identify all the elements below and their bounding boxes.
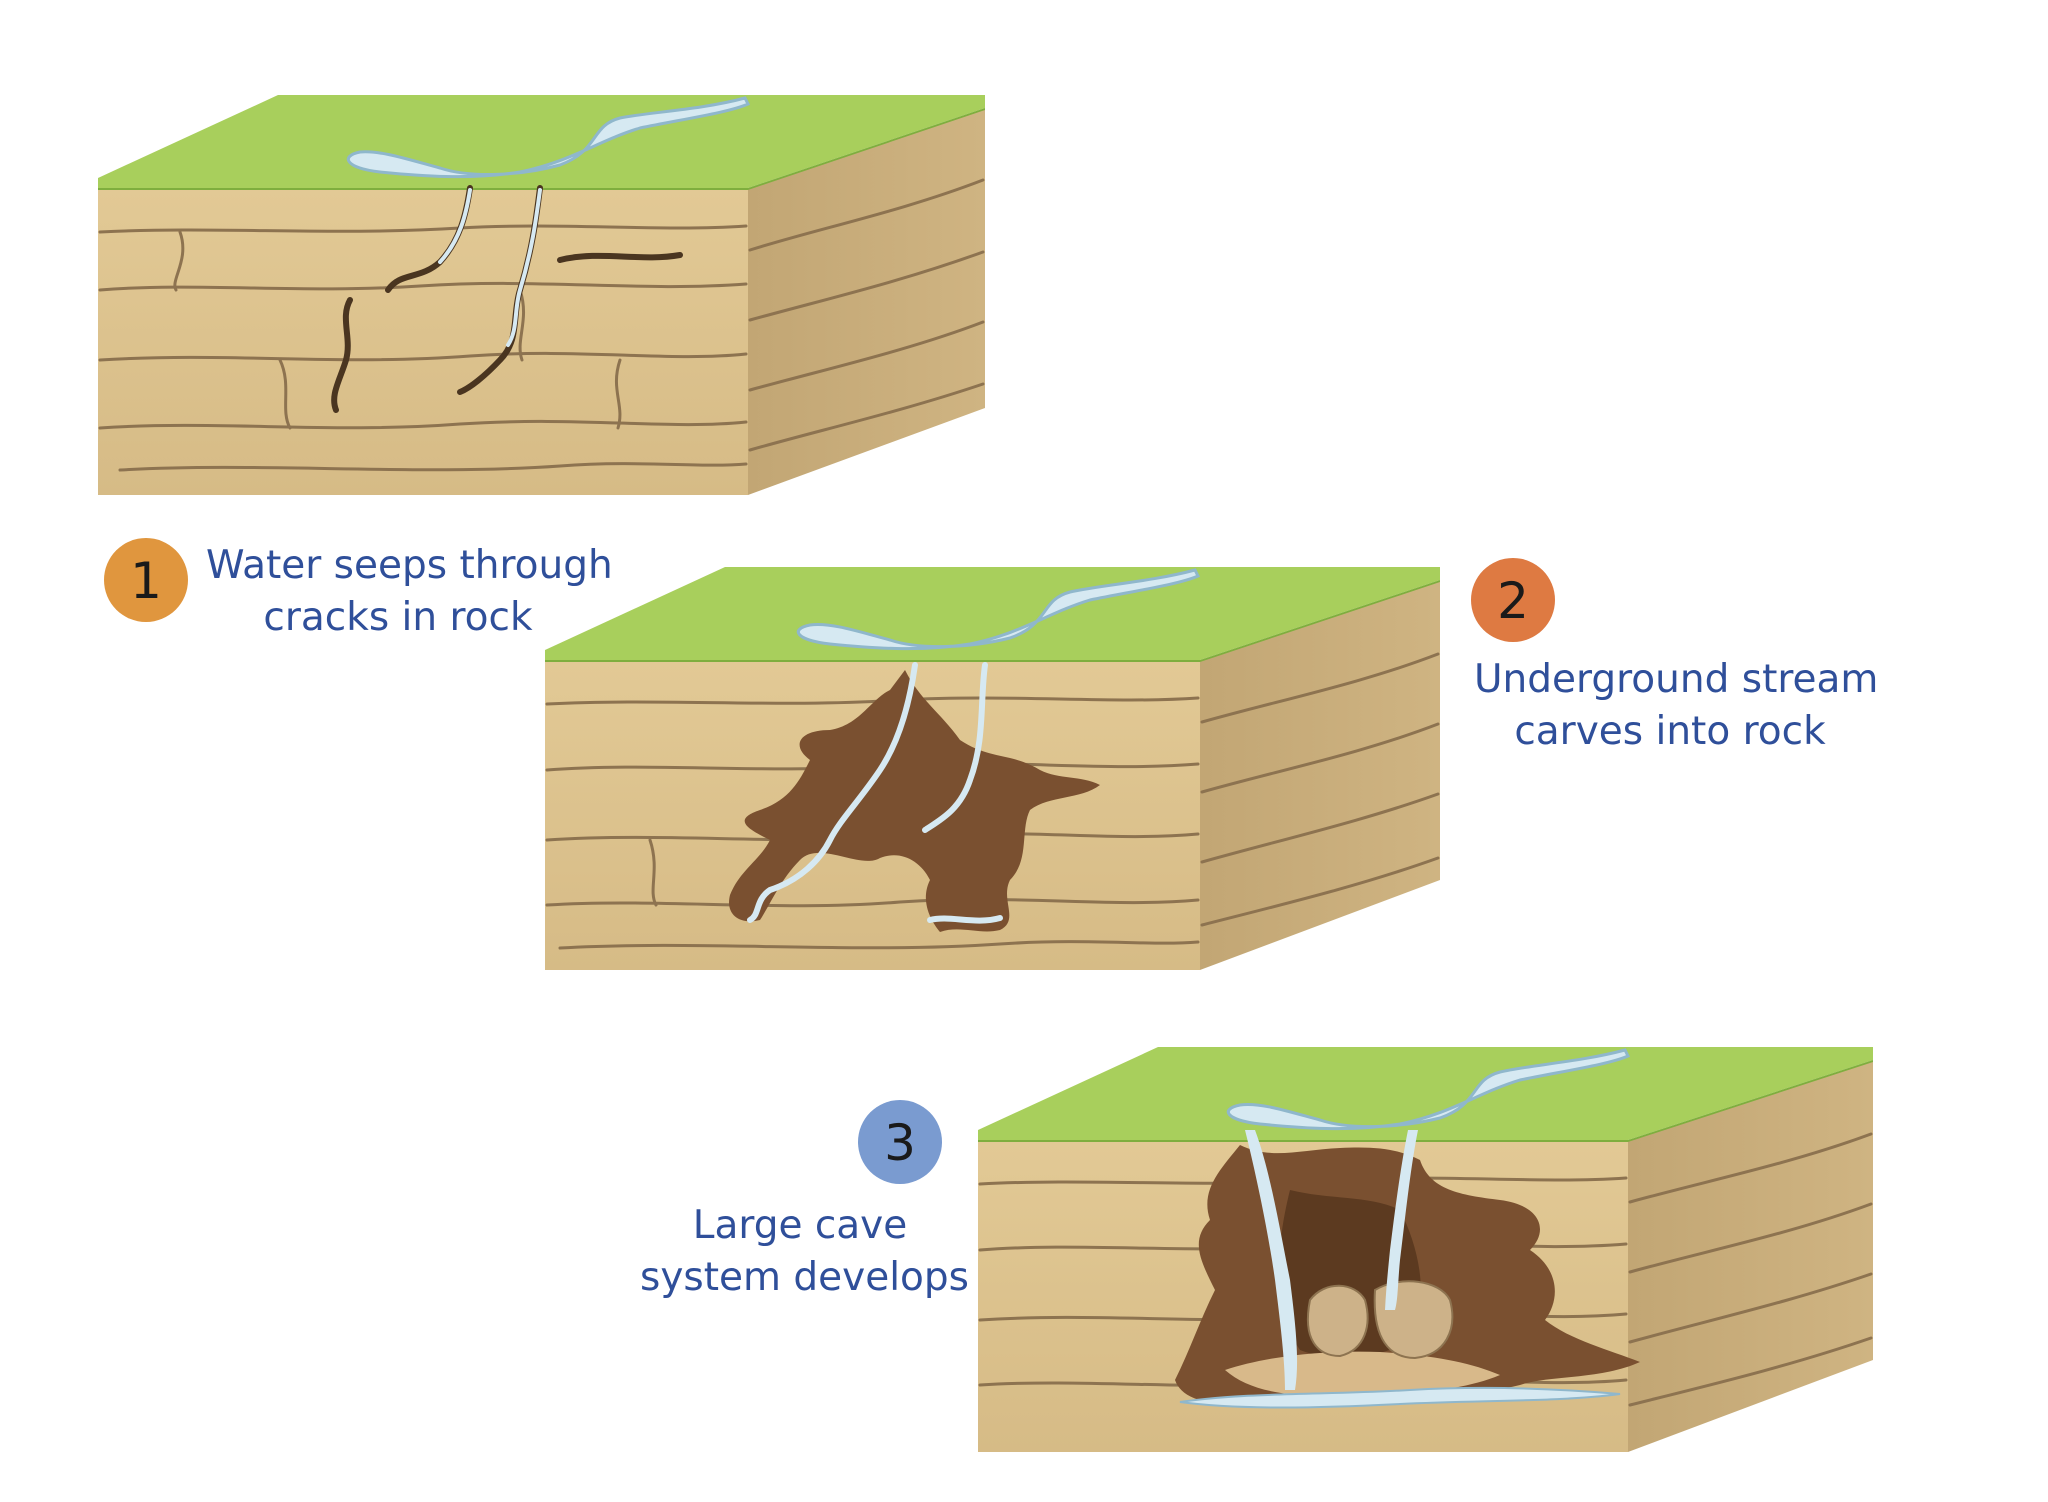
step-1-caption-line-1: Water seeps through [206, 543, 613, 588]
block-3-surface-stream [1227, 1048, 1631, 1131]
block-3-grass-top [978, 1047, 1873, 1140]
step-2-caption-line-1: Underground stream [1474, 657, 1879, 702]
block-2-eroded-cavity [729, 670, 1100, 932]
step-3-caption-line-2: system develops [640, 1255, 969, 1300]
block-2-surface-stream [797, 568, 1201, 651]
step-1-caption-line-2: cracks in rock [263, 595, 533, 640]
block-3-waterfall-right [1385, 1130, 1418, 1310]
block-2-stream-carves [545, 567, 1440, 970]
step-2-caption-line-2: carves into rock [1514, 709, 1826, 754]
block-1-water-seeps [98, 95, 985, 495]
block-1-grass-top [98, 95, 985, 188]
block-1-side-face [748, 110, 985, 495]
step-1-badge: 1 [104, 538, 188, 622]
svg-text:2: 2 [1497, 572, 1529, 630]
svg-text:3: 3 [884, 1114, 916, 1172]
block-1-surface-stream [347, 96, 751, 179]
block-3-side-face [1628, 1062, 1873, 1452]
step-3-caption-line-1: Large cave [692, 1203, 908, 1248]
block-2-side-face [1200, 582, 1440, 970]
step-2-badge: 2 [1471, 558, 1555, 642]
svg-text:1: 1 [130, 552, 162, 610]
step-1-caption: Water seeps through cracks in rock [206, 540, 613, 644]
step-2-caption: Underground stream carves into rock [1474, 654, 1879, 758]
step-3-badge: 3 [858, 1100, 942, 1184]
block-3-large-cave [978, 1047, 1873, 1452]
block-3-waterfall-left [1245, 1130, 1298, 1390]
block-2-grass-top [545, 567, 1440, 660]
step-3-caption: Large cave system develops [640, 1200, 969, 1304]
block-1-front-face [98, 190, 748, 495]
